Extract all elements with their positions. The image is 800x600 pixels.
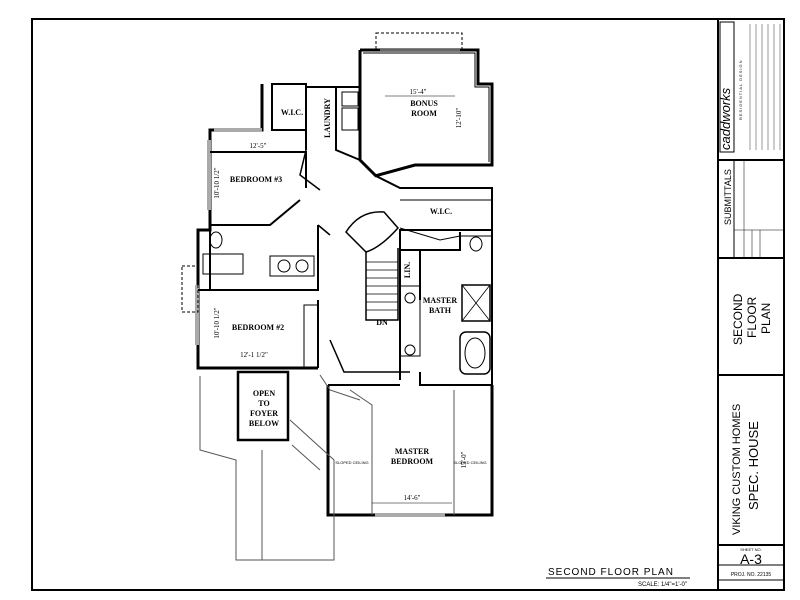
sheet-title-3: PLAN bbox=[759, 303, 773, 334]
label-laundry: LAUNDRY bbox=[323, 98, 332, 138]
sheet-no: A-3 bbox=[740, 551, 762, 567]
project-name-1: VIKING CUSTOM HOMES bbox=[731, 404, 743, 535]
bonus-window-top bbox=[375, 32, 463, 51]
open-to-foyer-rect bbox=[236, 370, 290, 442]
sloped-lines bbox=[349, 389, 455, 515]
label-master-bath-2: BATH bbox=[429, 306, 452, 315]
floor-plan bbox=[181, 32, 494, 561]
dim-master-h: 15'-0" bbox=[460, 451, 468, 468]
note-sloped-left: SLOPED CEILING bbox=[335, 460, 368, 465]
vanity bbox=[269, 255, 315, 277]
note-sloped-right: SLOPED CEILING bbox=[453, 460, 486, 465]
dim-bed2-h: 10'-10 1/2" bbox=[213, 307, 221, 338]
ceiling-notes: SLOPED CEILING SLOPED CEILING bbox=[335, 460, 486, 465]
label-wic-top: W.I.C. bbox=[281, 108, 303, 117]
washer bbox=[341, 107, 359, 131]
roof-lines bbox=[199, 376, 335, 561]
dryer bbox=[341, 91, 359, 107]
plan-caption: SECOND FLOOR PLAN SCALE: 1/4"=1'-0" bbox=[546, 567, 690, 588]
sheet-no-label: SHEET NO. bbox=[740, 547, 762, 552]
sheet-title-2: FLOOR bbox=[745, 296, 759, 338]
dim-bed3-h: 10'-10 1/2" bbox=[213, 167, 221, 198]
master-toilet bbox=[469, 236, 483, 252]
label-open-3: FOYER bbox=[250, 409, 278, 418]
label-open-4: BELOW bbox=[249, 419, 279, 428]
master-vanity bbox=[399, 285, 421, 357]
title-block-text: caddworks RESIDENTIAL DESIGN SUBMITTALS … bbox=[718, 59, 773, 578]
label-master-bath-1: MASTER bbox=[423, 296, 457, 305]
label-lin: LIN. bbox=[403, 262, 412, 278]
toilet bbox=[209, 231, 223, 249]
logo-box bbox=[719, 21, 735, 153]
dim-bonus-h: 12'-10" bbox=[455, 108, 463, 129]
label-bedroom2: BEDROOM #2 bbox=[232, 323, 284, 332]
dim-bed2-w: 12'-1 1/2" bbox=[240, 351, 268, 359]
laundry-walls bbox=[305, 86, 361, 161]
stair-curve bbox=[345, 211, 400, 253]
label-dn: DN bbox=[376, 318, 388, 327]
master-tub bbox=[459, 331, 491, 375]
hall-bath-walls bbox=[209, 225, 319, 291]
bed2-closet bbox=[303, 304, 319, 368]
dim-master-w: 14'-6" bbox=[404, 494, 421, 502]
bedroom3-walls bbox=[210, 151, 307, 226]
job-no: PROJ. NO. 22135 bbox=[731, 572, 772, 578]
caption-scale: SCALE: 1/4"=1'-0" bbox=[638, 582, 687, 588]
label-bonus-1: BONUS bbox=[410, 99, 438, 108]
label-master-bed-2: BEDROOM bbox=[391, 457, 434, 466]
label-bedroom3: BEDROOM #3 bbox=[230, 175, 282, 184]
label-open-1: OPEN bbox=[253, 389, 275, 398]
dimension-labels: 15'-4" 12'-10" 12'-5" 10'-10 1/2" 10'-10… bbox=[213, 88, 468, 504]
dim-bonus-w: 15'-4" bbox=[410, 88, 427, 96]
submittals-heading: SUBMITTALS bbox=[723, 169, 733, 225]
master-wic-walls bbox=[375, 175, 493, 260]
shower bbox=[461, 284, 491, 322]
label-open-2: TO bbox=[258, 399, 269, 408]
sheet-title-1: SECOND bbox=[731, 293, 745, 345]
room-labels: W.I.C. LAUNDRY BONUS ROOM BEDROOM #3 BED… bbox=[230, 98, 457, 466]
sheet-outer-border bbox=[31, 18, 785, 591]
upper-wic-walls bbox=[271, 83, 307, 131]
label-master-bed-1: MASTER bbox=[395, 447, 429, 456]
project-name-2: SPEC. HOUSE bbox=[746, 421, 761, 510]
title-block bbox=[718, 21, 784, 581]
hall-walls bbox=[299, 149, 410, 373]
exterior-wall-bonus bbox=[360, 48, 494, 178]
bonus-left-wall bbox=[358, 50, 378, 178]
stair-run bbox=[365, 248, 399, 321]
label-bonus-2: ROOM bbox=[411, 109, 437, 118]
label-wic-master: W.I.C. bbox=[430, 207, 452, 216]
logo-sub: RESIDENTIAL DESIGN bbox=[738, 59, 743, 120]
tub bbox=[202, 253, 244, 275]
logo-text: caddworks bbox=[718, 87, 733, 150]
caption-title: SECOND FLOOR PLAN bbox=[548, 567, 674, 578]
dim-bed3-w: 12'-5" bbox=[250, 142, 267, 150]
bay-bump bbox=[181, 265, 199, 313]
